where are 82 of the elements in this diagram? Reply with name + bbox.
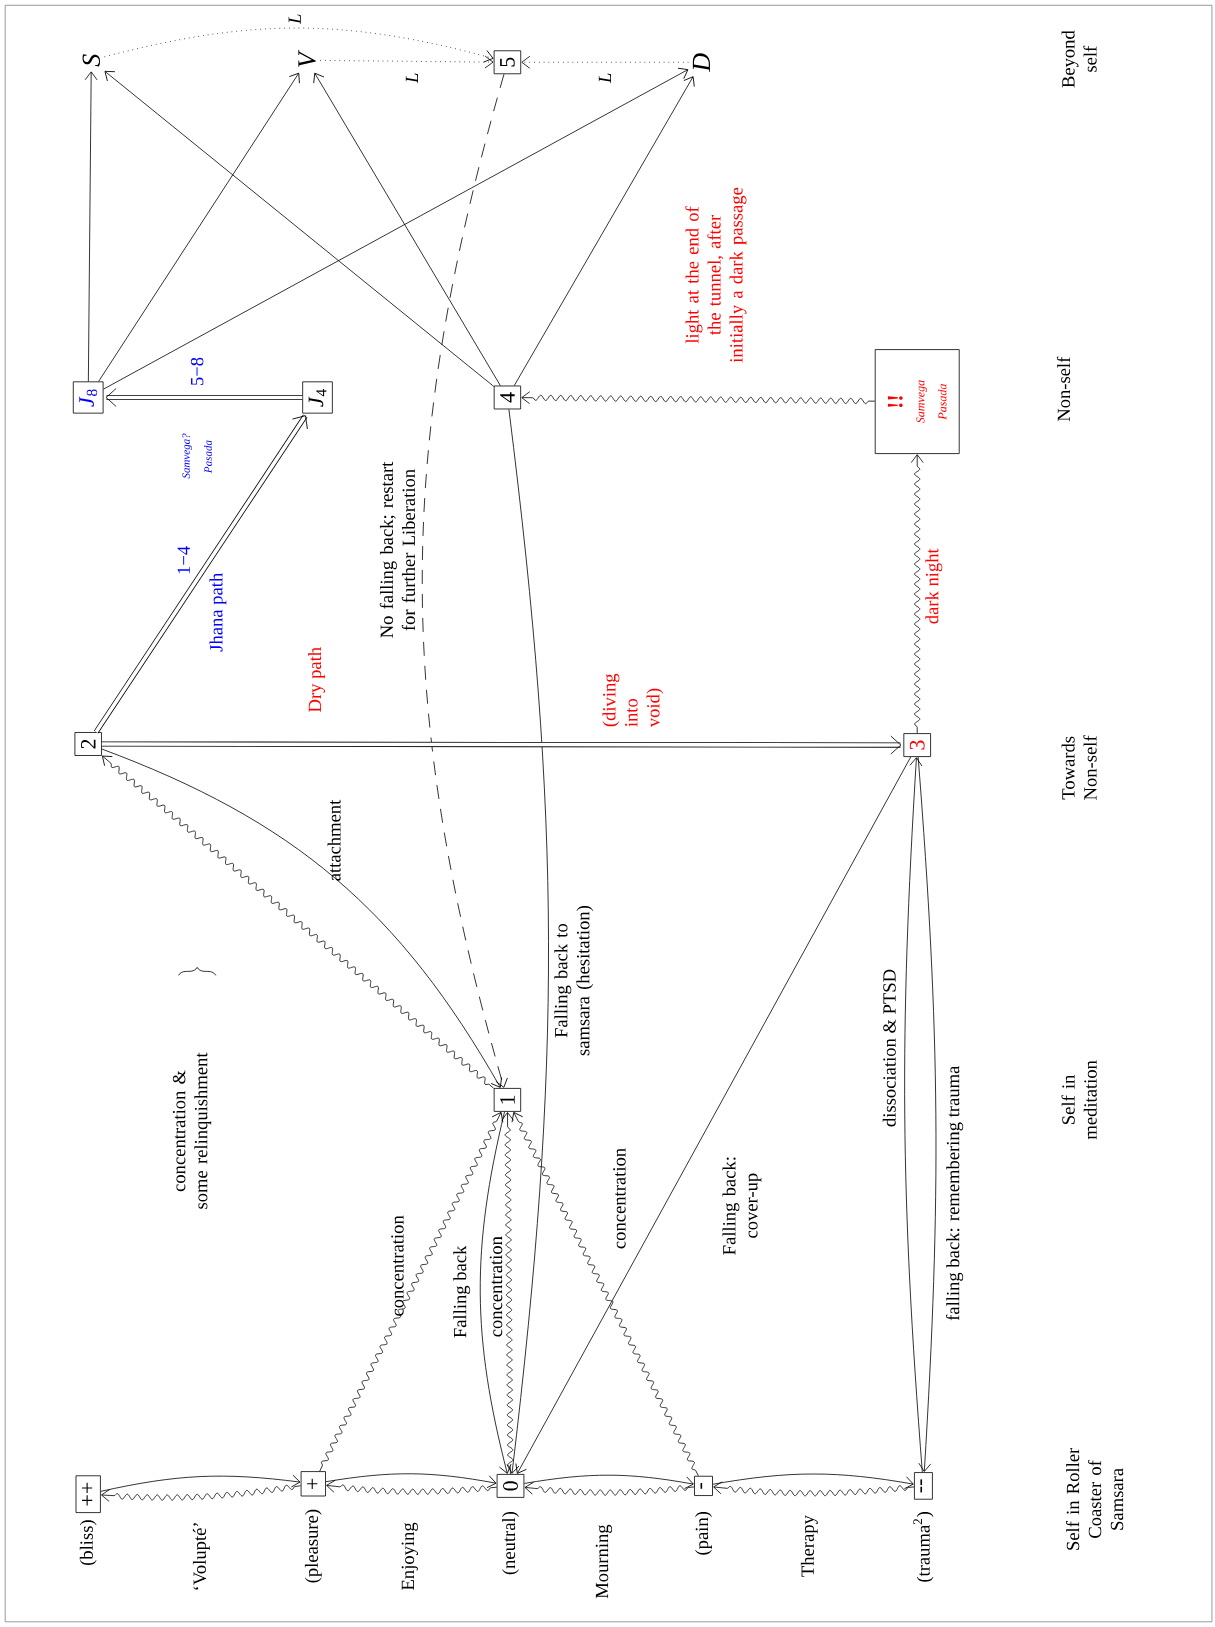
arrow: [421, 73, 508, 1088]
edge-label: L: [598, 73, 611, 84]
arrow: [713, 1481, 915, 1497]
arrow: [511, 1112, 699, 1477]
arrow: [319, 55, 494, 69]
state-box: 5: [493, 50, 522, 75]
state-box: 3: [903, 733, 931, 757]
arrow: [521, 391, 876, 405]
edge-label: No falling back; restart for further Liberation: [379, 461, 416, 638]
state-caption: (pain): [695, 1511, 712, 1555]
arrow: [103, 67, 689, 390]
arrow: [93, 414, 308, 734]
arrow: [501, 1112, 514, 1475]
edge-label: ‘Volupté’: [192, 1523, 210, 1590]
arrow: [904, 757, 923, 1473]
edge-label: Falling back to samsara (hesitation): [554, 906, 594, 1056]
state-box: ++: [75, 1475, 101, 1513]
section-heading: Self in meditation: [1061, 1060, 1097, 1140]
arrow: [319, 1112, 504, 1472]
edge-label: concentration: [489, 1236, 503, 1337]
edge-label: Dry path: [308, 647, 325, 712]
edge-label: dissociation & PTSD: [882, 969, 896, 1127]
edge-label: Falling back: [453, 1245, 471, 1338]
edge-label: concentration: [391, 1215, 404, 1316]
annotation: 1−4: [177, 546, 190, 574]
edge-label: Therapy: [800, 1515, 818, 1577]
state-box: -: [694, 1475, 713, 1496]
arrow: [910, 454, 924, 734]
arrow: [712, 1473, 914, 1490]
state-symbol: V: [298, 49, 316, 67]
state-caption: (pleasure): [304, 1509, 322, 1583]
edge-label: falling back: remembering trauma: [946, 1065, 964, 1321]
arrow: [506, 409, 549, 1474]
edge-label: L: [288, 14, 301, 25]
state-box: 4: [493, 385, 522, 410]
arrow: [524, 1481, 695, 1496]
state-box: 0: [496, 1474, 525, 1498]
state-caption: (neutral): [502, 1511, 519, 1575]
edge-label: dark night: [925, 548, 943, 624]
state-box: --: [914, 1472, 933, 1500]
edge-label: Enjoying: [401, 1522, 418, 1590]
edge-label: Jhana path: [209, 573, 227, 652]
state-box: J$_{4}$: [302, 381, 333, 414]
arrow: [917, 756, 937, 1472]
arrow: [104, 27, 494, 63]
edge-label: 5−8: [190, 357, 204, 385]
arrow: [100, 1474, 301, 1492]
arrow: [101, 1484, 302, 1502]
arrow: [84, 71, 98, 382]
state-caption: (trauma$^{2}$): [913, 1511, 934, 1582]
state-box: 1: [493, 1088, 522, 1112]
annotation: Samvega? Pasada: [182, 433, 212, 479]
arrow: [313, 72, 501, 386]
edge-label: attachment: [327, 799, 341, 881]
arrow: [479, 1111, 512, 1474]
arrow: [513, 76, 695, 386]
annotation: concentration & some relinquishment: [172, 1052, 212, 1209]
note-box: !! Samvega Pasada: [874, 349, 960, 454]
arrow: [98, 72, 300, 382]
arrow: [101, 735, 902, 755]
section-heading: Self in Roller Coaster of Samsara: [1065, 1447, 1124, 1550]
edge-label: L: [405, 73, 418, 84]
arrow: [325, 1473, 497, 1488]
section-heading: Towards Non-self: [1061, 735, 1097, 800]
state-symbol: S: [82, 54, 101, 67]
edge-label: Mourning: [595, 1524, 613, 1599]
state-box: 2: [74, 732, 102, 756]
state-symbol: D: [692, 53, 710, 72]
edge-label: concentration: [613, 1148, 626, 1249]
section-heading: Non-self: [1056, 356, 1071, 422]
arrow: [515, 756, 912, 1474]
arrow: [326, 1479, 498, 1495]
state-box: J$_{8}$: [72, 381, 104, 414]
arrow: [105, 388, 303, 407]
arrow: [104, 70, 495, 387]
edge-label: Falling back: cover-up: [722, 1157, 762, 1255]
state-caption: (bliss): [79, 1520, 97, 1566]
arrow: [523, 1474, 694, 1489]
state-box: +: [300, 1471, 326, 1497]
section-heading: Beyond self: [1061, 30, 1097, 88]
edge-label: light at the end of the tunnel, after initially a dark passage: [685, 187, 747, 363]
annotation: (diving into void): [602, 673, 664, 728]
